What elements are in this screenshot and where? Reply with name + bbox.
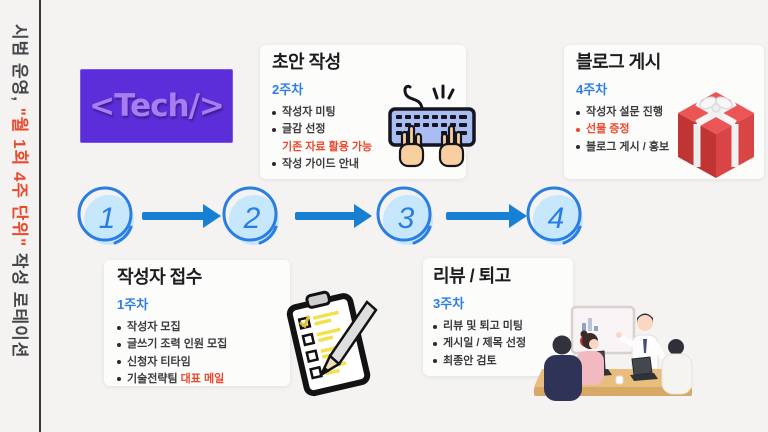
bullet-text: 작성자 미팅: [282, 106, 336, 118]
checklist-clipboard-icon: [286, 290, 378, 397]
section-week-label: 2주차: [272, 82, 304, 97]
bullet-item: 기존 자료 활용 가능: [272, 141, 462, 155]
bullet-text: 작성 가이드 안내: [282, 157, 359, 170]
section-title: 리뷰 / 퇴고: [433, 266, 511, 286]
bullet-item: 선물 증정: [576, 123, 746, 137]
bullet-text: 기술전략팀 대표 메일: [127, 372, 225, 385]
bullet-dot: [117, 360, 121, 364]
bullet-dot: [576, 110, 580, 115]
tech-logo-label: <Tech/>: [89, 88, 225, 124]
bullet-text: 글쓰기 조력 인원 모집: [127, 338, 228, 351]
gift-box-icon: [678, 92, 754, 178]
bullet-dot: [433, 341, 437, 346]
bullet-text: 작성자 설문 진행: [586, 106, 663, 118]
tech-logo: <Tech/>: [80, 69, 233, 143]
step-circle-2: 2: [222, 186, 279, 245]
caption-suffix: 작성 로테이션: [10, 247, 29, 359]
section-week-label: 1주차: [117, 297, 149, 312]
step-circle-4: 4: [526, 186, 583, 245]
card-writer-signup: [104, 260, 290, 386]
bullet-item: 최종안 검토: [433, 355, 583, 369]
card-review: [423, 258, 573, 376]
bullet-item: 기술전략팀 대표 메일: [117, 373, 307, 387]
bullet-dot: [117, 342, 121, 347]
bullet-text: 기존 자료 활용 가능: [282, 140, 373, 153]
section-title: 작성자 접수: [117, 267, 202, 287]
keyboard-typing-icon: [388, 84, 476, 168]
bullet-text: 블로그 게시 / 홍보: [586, 140, 670, 153]
bullet-item: 작성자 모집: [117, 321, 307, 335]
bullet-item: 글감 선정: [272, 123, 462, 137]
bullet-dot: [576, 145, 580, 149]
section-week-label: 4주차: [576, 82, 608, 97]
bullet-dot: [272, 127, 276, 132]
bullet-text: 리뷰 및 퇴고 미팅: [443, 320, 524, 332]
bullet-text: 글감 선정: [282, 123, 326, 136]
team-meeting-icon: [534, 305, 693, 401]
bullet-item: 게시일 / 제목 선정: [433, 337, 583, 351]
step-number: 3: [398, 202, 415, 235]
bullet-text: 최종안 검토: [443, 354, 497, 367]
step-circle-1: 1: [77, 186, 134, 245]
bullet-item: 리뷰 및 퇴고 미팅: [433, 320, 583, 334]
bullet-dot: [433, 359, 437, 363]
section-title: 초안 작성: [272, 52, 341, 72]
caption-prefix: 시범 운영,: [10, 24, 29, 108]
bullet-text: 게시일 / 제목 선정: [443, 337, 527, 350]
bullet-dot: [433, 324, 437, 329]
sidebar-divider-line: [39, 0, 41, 432]
caption-highlight: "월 1회 4주 단위": [10, 107, 29, 248]
section-title: 블로그 게시: [576, 52, 661, 72]
bullet-dot: [117, 377, 121, 382]
bullet-item: 글쓰기 조력 인원 모집: [117, 338, 307, 352]
step-number: 1: [99, 202, 116, 235]
bullet-item: 작성자 미팅: [272, 106, 462, 120]
bullet-text: 작성자 모집: [127, 321, 181, 333]
bullet-dot: [272, 110, 276, 115]
bullet-item: 블로그 게시 / 홍보: [576, 141, 746, 155]
step-number: 2: [243, 202, 261, 235]
bullet-item: 작성 가이드 안내: [272, 158, 462, 172]
flow-arrow-3: [446, 204, 527, 228]
bullet-dot: [576, 127, 580, 132]
bullet-dot: [117, 325, 121, 330]
bullet-text: 선물 증정: [586, 123, 630, 136]
flow-arrow-2: [295, 204, 372, 228]
step-number: 4: [548, 202, 565, 235]
sidebar-vertical-caption: 시범 운영, "월 1회 4주 단위" 작성 로테이션: [10, 24, 34, 416]
bullet-item: 신청자 티타임: [117, 356, 307, 370]
bullet-dot: [272, 162, 276, 167]
section-week-label: 3주차: [433, 296, 465, 311]
step-circle-3: 3: [376, 186, 433, 245]
bullet-item: 작성자 설문 진행: [576, 106, 746, 120]
flow-arrow-1: [142, 204, 221, 228]
bullet-text: 신청자 티타임: [127, 355, 191, 368]
